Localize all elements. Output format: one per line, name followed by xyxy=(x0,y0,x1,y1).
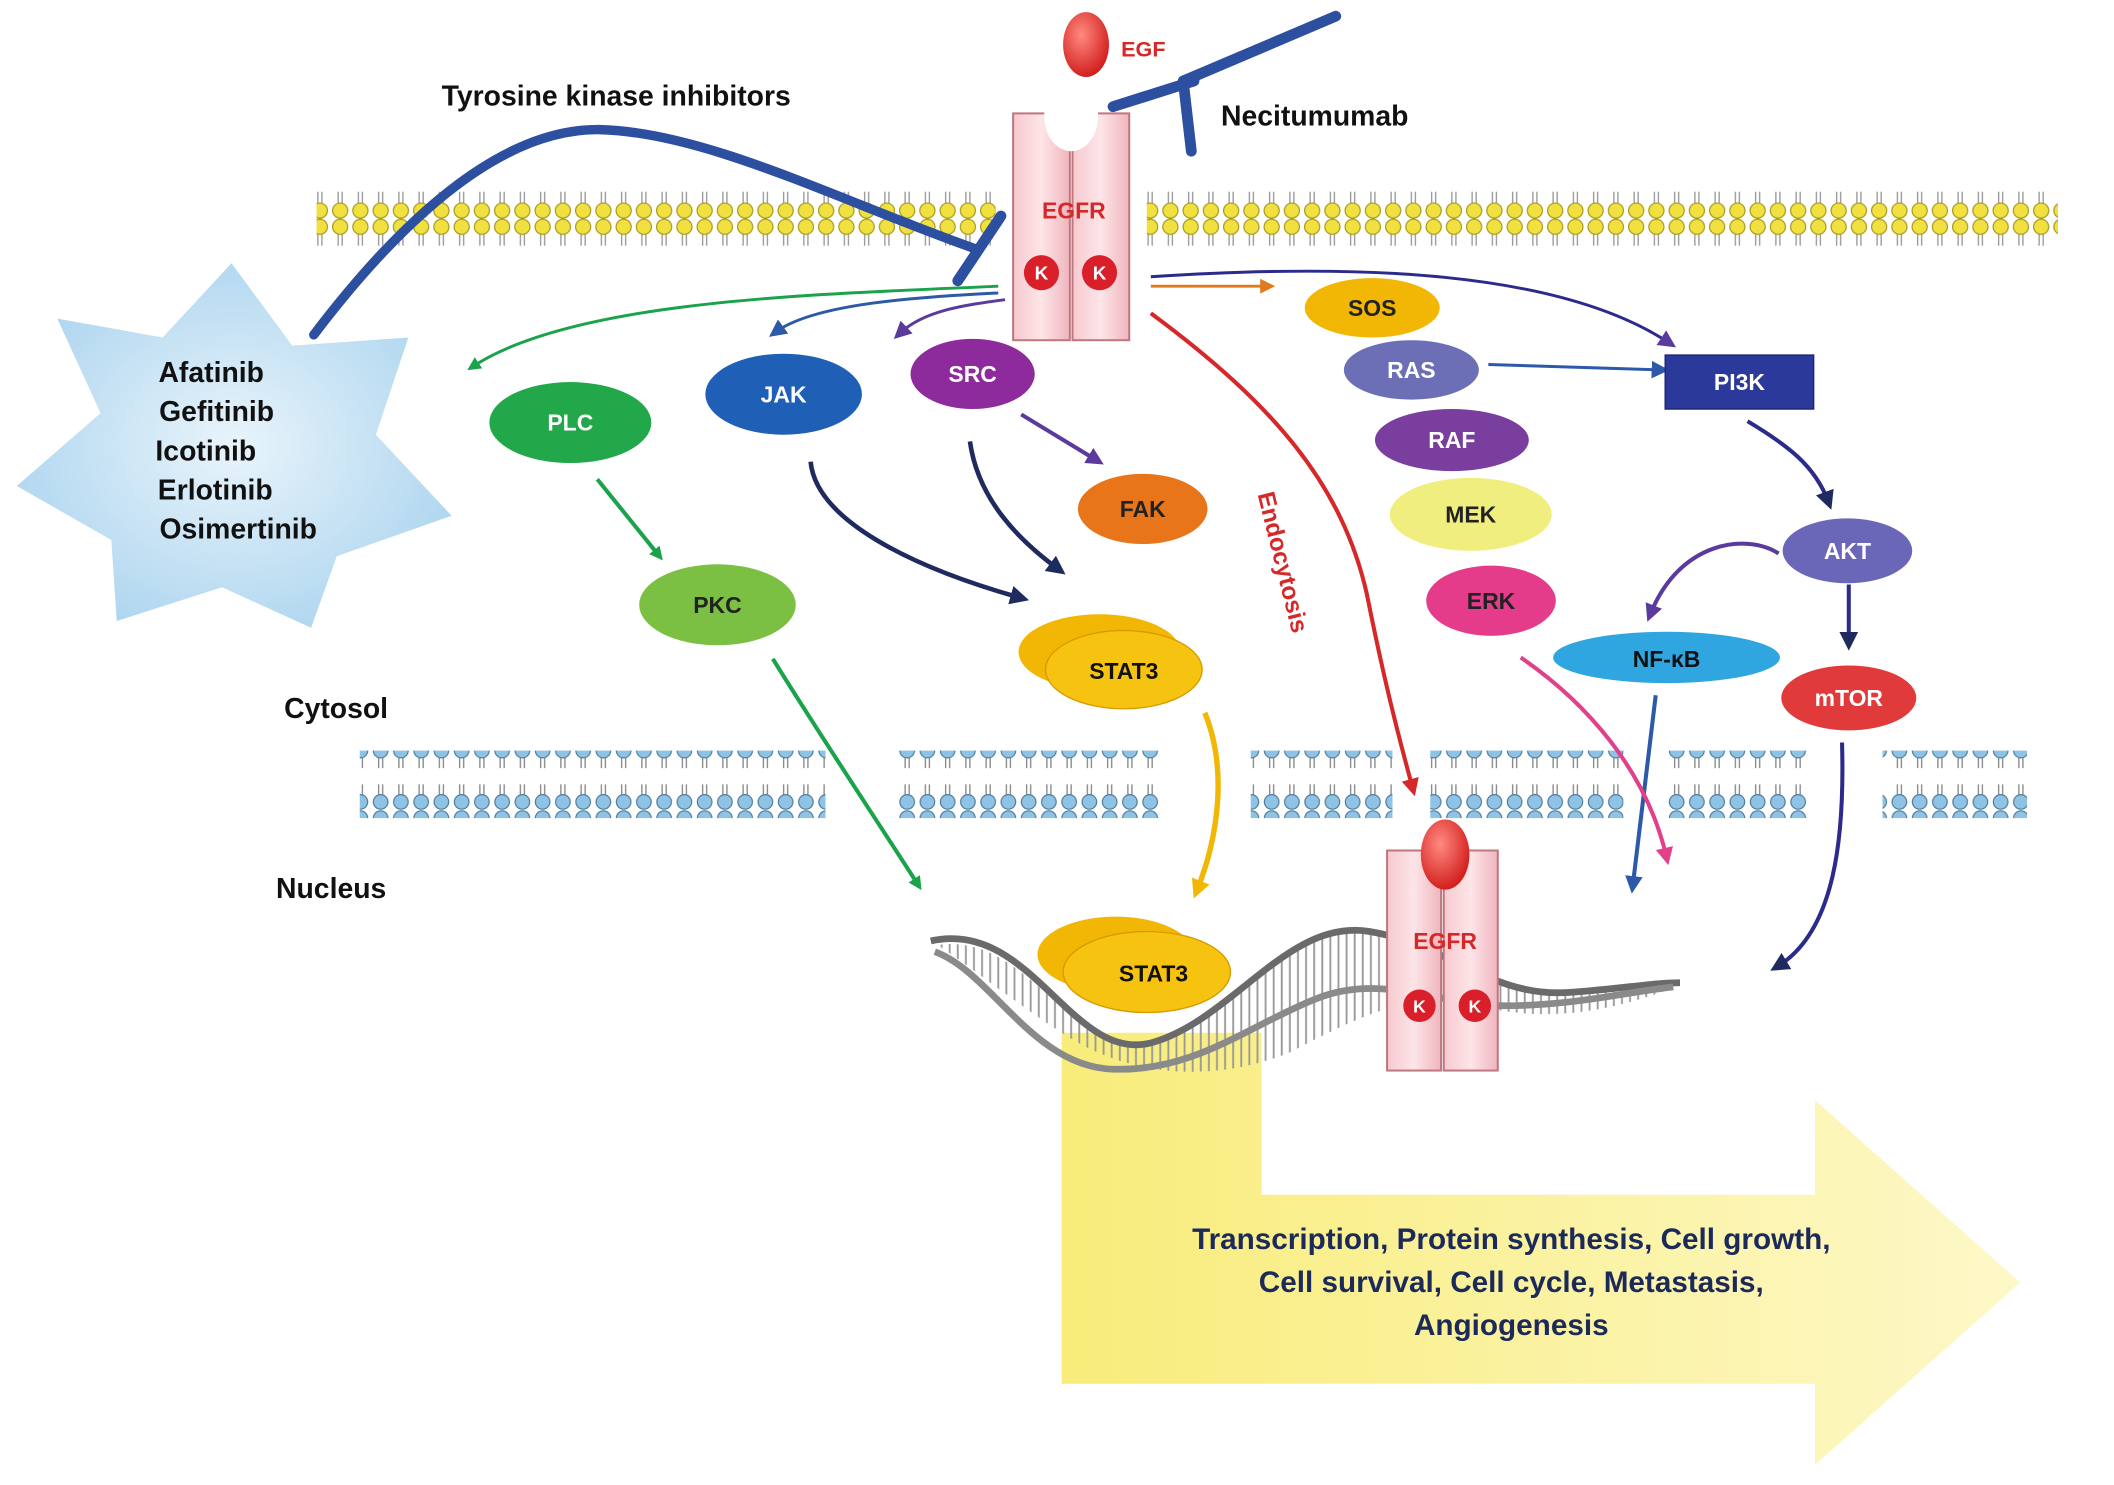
outcome-text: Transcription, Protein synthesis, Cell g… xyxy=(1192,1223,1830,1342)
arrow-akt-nfkb xyxy=(1645,541,1780,622)
arrow-egfr-jak xyxy=(768,291,999,337)
node-plc: PLC xyxy=(489,382,652,464)
drug-osimertinib: Osimertinib xyxy=(159,514,317,546)
dna-strand xyxy=(930,926,1681,1073)
svg-text:JAK: JAK xyxy=(761,381,807,407)
drug-gefitinib: Gefitinib xyxy=(159,396,274,428)
pathway-arrows xyxy=(467,269,1859,971)
node-jak: JAK xyxy=(705,353,862,435)
node-sos: SOS xyxy=(1304,278,1440,338)
nuclear-egfr-receptor: K K xyxy=(1386,819,1499,1072)
tki-inhibition-line xyxy=(309,124,1007,340)
nucleus-label: Nucleus xyxy=(276,873,386,905)
arrow-mtor-nucleus xyxy=(1770,742,1845,971)
tki-drug-list: Afatinib Gefitinib Icotinib Erlotinib Os… xyxy=(155,357,317,546)
kinase-domain-icon: K xyxy=(1403,989,1436,1022)
drug-afatinib: Afatinib xyxy=(158,357,264,389)
arrow-egfr-src xyxy=(893,298,1006,340)
outcome-line-1: Transcription, Protein synthesis, Cell g… xyxy=(1192,1223,1830,1256)
svg-text:RAS: RAS xyxy=(1387,357,1435,383)
svg-text:FAK: FAK xyxy=(1120,496,1166,522)
arrow-egfr-plc xyxy=(467,284,999,371)
svg-text:RAF: RAF xyxy=(1428,427,1475,453)
endocytosis-label: Endocytosis xyxy=(1252,489,1313,636)
node-mek: MEK xyxy=(1389,477,1552,551)
kinase-label: K xyxy=(1093,263,1107,284)
plasma-membrane xyxy=(316,186,2059,260)
svg-text:SOS: SOS xyxy=(1348,295,1396,321)
drug-erlotinib: Erlotinib xyxy=(158,475,273,507)
egfr-receptor: K K xyxy=(1012,81,1131,342)
arrow-endocytosis xyxy=(1149,311,1419,797)
svg-text:STAT3: STAT3 xyxy=(1119,960,1188,986)
node-fak: FAK xyxy=(1077,473,1208,545)
necitumumab-label: Necitumumab xyxy=(1221,101,1408,133)
outcome-line-3: Angiogenesis xyxy=(1414,1309,1609,1342)
arrow-pi3k-akt xyxy=(1746,419,1834,510)
svg-text:NF-κB: NF-κB xyxy=(1633,646,1701,672)
node-pkc: PKC xyxy=(639,564,796,646)
svg-text:mTOR: mTOR xyxy=(1815,685,1884,711)
drug-icotinib: Icotinib xyxy=(155,435,256,467)
outcome-arrow xyxy=(1061,1032,2021,1465)
svg-text:PI3K: PI3K xyxy=(1714,369,1765,395)
egf-ligand xyxy=(1063,12,1109,77)
outcome-line-2: Cell survival, Cell cycle, Metastasis, xyxy=(1259,1266,1764,1299)
node-pi3k: PI3K xyxy=(1664,354,1815,410)
nuclear-stat3: STAT3 xyxy=(1037,916,1232,1014)
arrow-egfr-pi3k xyxy=(1150,269,1676,348)
kinase-domain-icon: K xyxy=(1023,255,1060,291)
kinase-label: K xyxy=(1413,997,1426,1017)
tki-drug-star xyxy=(16,263,452,628)
node-erk: ERK xyxy=(1426,565,1556,636)
arrow-plc-pkc xyxy=(595,477,663,561)
kinase-label: K xyxy=(1035,263,1049,284)
kinase-domain-icon: K xyxy=(1458,989,1492,1022)
nuclear-egf-ligand xyxy=(1420,819,1470,890)
kinase-domain-icon: K xyxy=(1081,255,1118,291)
arrow-stat3-nucleus xyxy=(1191,711,1221,899)
svg-text:STAT3: STAT3 xyxy=(1089,658,1158,684)
svg-text:SRC: SRC xyxy=(948,361,996,387)
arrow-src-stat3 xyxy=(967,441,1066,575)
node-raf: RAF xyxy=(1374,409,1529,472)
tki-label: Tyrosine kinase inhibitors xyxy=(442,80,791,112)
kinase-label: K xyxy=(1468,997,1481,1017)
node-mtor: mTOR xyxy=(1781,665,1917,731)
svg-text:MEK: MEK xyxy=(1445,501,1496,527)
node-src: SRC xyxy=(910,338,1035,410)
arrow-ras-pi3k xyxy=(1488,360,1670,379)
node-akt: AKT xyxy=(1782,518,1913,584)
svg-text:AKT: AKT xyxy=(1824,538,1871,564)
arrow-pkc-nucleus xyxy=(771,657,922,891)
nuclear-membrane xyxy=(359,750,2027,819)
arrow-erk-nucleus xyxy=(1519,655,1673,866)
node-ras: RAS xyxy=(1343,340,1479,400)
egfr-label: EGFR xyxy=(1042,198,1106,224)
arrow-nfkb-nucleus xyxy=(1625,695,1658,894)
svg-text:ERK: ERK xyxy=(1467,588,1516,614)
arrow-jak-stat3 xyxy=(808,461,1030,605)
node-nfkb: NF-κB xyxy=(1553,631,1780,684)
cytosol-label: Cytosol xyxy=(284,693,388,725)
node-stat3: STAT3 xyxy=(1018,614,1203,710)
necitumumab-antibody xyxy=(1107,10,1342,157)
arrow-src-fak xyxy=(1020,412,1104,465)
svg-text:PKC: PKC xyxy=(693,592,741,618)
svg-text:PLC: PLC xyxy=(547,410,593,436)
egf-label: EGF xyxy=(1121,37,1165,62)
nuclear-egfr-label: EGFR xyxy=(1413,928,1477,954)
